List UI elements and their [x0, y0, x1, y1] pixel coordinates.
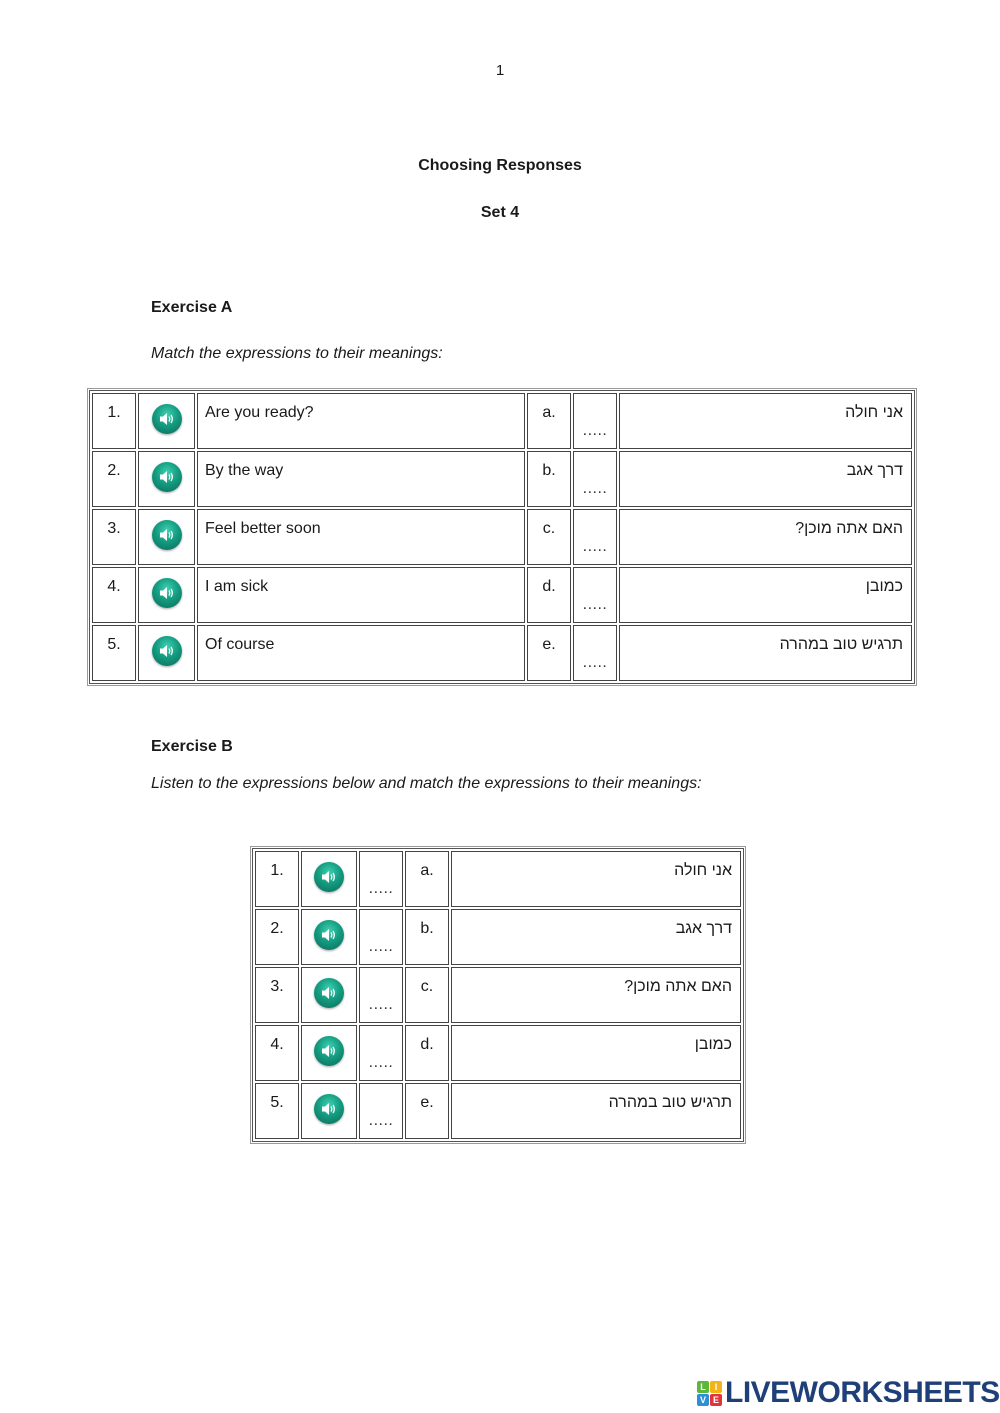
item-number: 3.: [255, 967, 299, 1023]
english-expression: I am sick: [197, 567, 525, 623]
page-number: 1: [495, 62, 505, 79]
speaker-icon[interactable]: [151, 577, 182, 608]
option-letter: e.: [527, 625, 571, 681]
hebrew-meaning: אני חולה: [451, 851, 741, 907]
answer-input[interactable]: .....: [359, 1083, 403, 1139]
page-title: Choosing Responses: [418, 157, 582, 174]
speaker-icon[interactable]: [151, 461, 182, 492]
option-letter: d.: [527, 567, 571, 623]
option-letter: c.: [527, 509, 571, 565]
english-expression: Of course: [197, 625, 525, 681]
item-number: 5.: [255, 1083, 299, 1139]
speaker-icon[interactable]: [314, 1035, 344, 1066]
exercise-a-instruction: Match the expressions to their meanings:: [151, 345, 443, 362]
hebrew-meaning: כמובן: [451, 1025, 741, 1081]
exercise-b-heading: Exercise B: [151, 738, 233, 755]
speaker-icon[interactable]: [151, 519, 182, 550]
item-number: 2.: [92, 451, 136, 507]
audio-button[interactable]: [138, 509, 195, 565]
table-row: 3......c.האם אתה מוכן?: [255, 967, 741, 1023]
audio-button[interactable]: [138, 451, 195, 507]
english-expression: Feel better soon: [197, 509, 525, 565]
option-letter: b.: [527, 451, 571, 507]
logo-tile: V: [697, 1393, 709, 1406]
answer-input[interactable]: .....: [359, 851, 403, 907]
speaker-icon[interactable]: [314, 861, 344, 892]
hebrew-meaning: האם אתה מוכן?: [619, 509, 912, 565]
hebrew-meaning: דרך אגב: [619, 451, 912, 507]
logo-tile: I: [710, 1380, 722, 1393]
option-letter: a.: [405, 851, 449, 907]
item-number: 4.: [92, 567, 136, 623]
hebrew-meaning: דרך אגב: [451, 909, 741, 965]
table-row: 1......a.אני חולה: [255, 851, 741, 907]
hebrew-meaning: האם אתה מוכן?: [451, 967, 741, 1023]
item-number: 1.: [92, 393, 136, 449]
option-letter: b.: [405, 909, 449, 965]
table-row: 1. Are you ready?a......אני חולה: [92, 393, 912, 449]
answer-input[interactable]: .....: [573, 393, 617, 449]
answer-input[interactable]: .....: [573, 625, 617, 681]
hebrew-meaning: כמובן: [619, 567, 912, 623]
audio-button[interactable]: [301, 1025, 357, 1081]
hebrew-meaning: אני חולה: [619, 393, 912, 449]
answer-input[interactable]: .....: [359, 909, 403, 965]
audio-button[interactable]: [301, 1083, 357, 1139]
item-number: 3.: [92, 509, 136, 565]
audio-button[interactable]: [301, 909, 357, 965]
hebrew-meaning: תרגיש טוב במהרה: [451, 1083, 741, 1139]
hebrew-meaning: תרגיש טוב במהרה: [619, 625, 912, 681]
audio-button[interactable]: [138, 393, 195, 449]
english-expression: Are you ready?: [197, 393, 525, 449]
audio-button[interactable]: [301, 851, 357, 907]
item-number: 1.: [255, 851, 299, 907]
speaker-icon[interactable]: [314, 919, 344, 950]
answer-input[interactable]: .....: [573, 451, 617, 507]
option-letter: d.: [405, 1025, 449, 1081]
table-row: 4......d.כמובן: [255, 1025, 741, 1081]
audio-button[interactable]: [138, 567, 195, 623]
speaker-icon[interactable]: [314, 1093, 344, 1124]
exercise-a-heading: Exercise A: [151, 299, 233, 316]
audio-button[interactable]: [138, 625, 195, 681]
table-row: 2......b.דרך אגב: [255, 909, 741, 965]
option-letter: e.: [405, 1083, 449, 1139]
exercise-b-instruction: Listen to the expressions below and matc…: [151, 775, 702, 792]
speaker-icon[interactable]: [151, 635, 182, 666]
audio-button[interactable]: [301, 967, 357, 1023]
answer-input[interactable]: .....: [573, 509, 617, 565]
item-number: 2.: [255, 909, 299, 965]
logo-text: LIVEWORKSHEETS: [725, 1376, 1000, 1409]
speaker-icon[interactable]: [314, 977, 344, 1008]
speaker-icon[interactable]: [151, 403, 182, 434]
page-subtitle: Set 4: [480, 204, 520, 221]
answer-input[interactable]: .....: [359, 1025, 403, 1081]
option-letter: c.: [405, 967, 449, 1023]
logo-tile: L: [697, 1380, 709, 1393]
item-number: 5.: [92, 625, 136, 681]
table-row: 5......e.תרגיש טוב במהרה: [255, 1083, 741, 1139]
answer-input[interactable]: .....: [573, 567, 617, 623]
answer-input[interactable]: .....: [359, 967, 403, 1023]
item-number: 4.: [255, 1025, 299, 1081]
english-expression: By the way: [197, 451, 525, 507]
option-letter: a.: [527, 393, 571, 449]
logo-tile: E: [710, 1393, 722, 1406]
